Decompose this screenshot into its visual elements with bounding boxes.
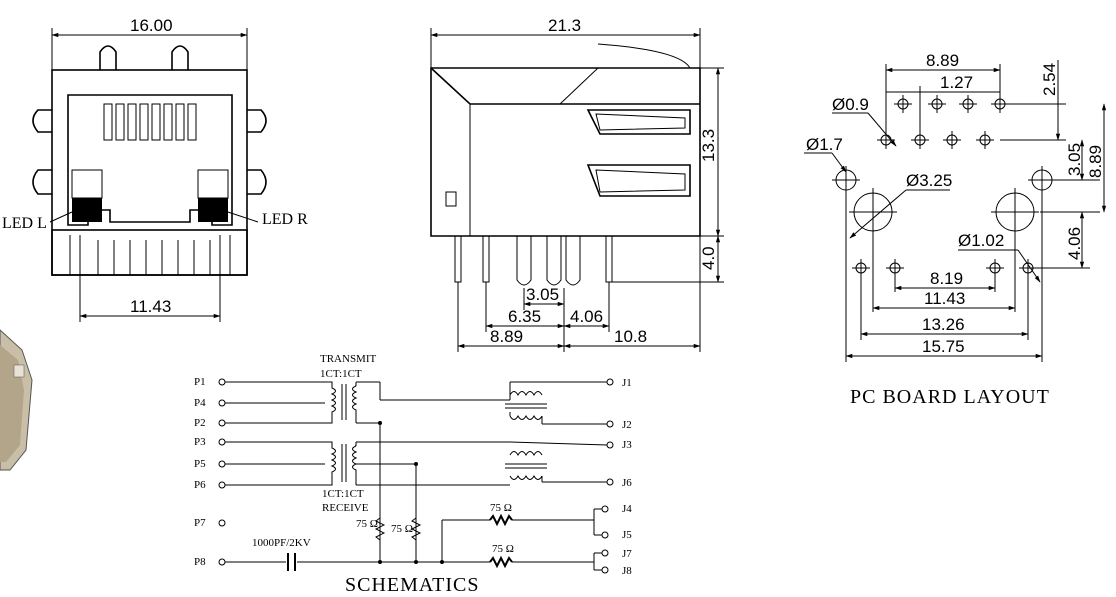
hole-0-9-label: Ø0.9 (832, 95, 869, 114)
pin-label-p7: P7 (194, 517, 206, 529)
pin-label-p3: P3 (194, 436, 206, 448)
rj45-contacts (103, 103, 197, 141)
pin-label-p2: P2 (194, 417, 206, 429)
resistor-4-label: 75 Ω (492, 543, 514, 555)
pcb-layout: 8.89 1.27 2.54 Ø0.9 Ø1.7 (804, 51, 1107, 408)
pcb-dim-4-06: 4.06 (1065, 227, 1084, 260)
pin-label-j7: J7 (622, 548, 632, 560)
pin-label-j6: J6 (622, 477, 632, 489)
pcb-dim-15-75: 15.75 (922, 337, 965, 356)
transmit-transformer (225, 381, 607, 562)
schematics-title: SCHEMATICS (345, 574, 479, 596)
front-pins (69, 235, 231, 275)
pin-label-j8: J8 (622, 565, 632, 577)
pin-label-p5: P5 (194, 458, 206, 470)
hole-3-25-label: Ø3.25 (906, 171, 952, 190)
pin-label-p4: P4 (194, 397, 206, 409)
pcb-dim-3-05: 3.05 (1065, 143, 1084, 176)
led-right-label: LED R (262, 211, 308, 228)
side-length-dimension: 21.3 (548, 16, 581, 35)
pin-label-j5: J5 (622, 529, 632, 541)
pin-label-p6: P6 (194, 479, 206, 491)
hole-1-02-label: Ø1.02 (958, 231, 1004, 250)
resistor-2-label: 75 Ω (391, 523, 413, 535)
side-pins (454, 236, 613, 286)
resistor-1-label: 75 Ω (356, 518, 378, 530)
pcb-dim-1-27: 1.27 (940, 73, 973, 92)
dim-8-89: 8.89 (490, 327, 523, 346)
transmit-ratio-label: 1CT:1CT (320, 368, 362, 380)
dim-6-35: 6.35 (508, 307, 541, 326)
resistor-3-label: 75 Ω (490, 502, 512, 514)
dim-3-05: 3.05 (526, 285, 559, 304)
pin-length-dimension: 4.0 (699, 246, 718, 270)
pcb-layout-title: PC BOARD LAYOUT (850, 386, 1050, 408)
front-width-dimension: 16.00 (130, 16, 173, 35)
connector-photo (0, 329, 33, 471)
termination-resistors (300, 508, 602, 571)
pcb-dim-8-89-side: 8.89 (1086, 145, 1105, 178)
pin-label-p8: P8 (194, 556, 206, 568)
pin-label-p1: P1 (194, 376, 206, 388)
pcb-dim-11-43: 11.43 (924, 289, 965, 308)
schematic: TRANSMIT 1CT:1CT 1CT:1CT RECEIVE P1 P4 P… (194, 353, 632, 596)
front-pin-span-dimension: 11.43 (130, 297, 171, 316)
pcb-mount-holes (832, 166, 1056, 236)
side-view: 21.3 13.3 4.0 (430, 16, 724, 352)
side-height-dimension: 13.3 (699, 129, 718, 162)
pcb-pin-holes (877, 95, 1009, 149)
pin-label-j1: J1 (622, 377, 632, 389)
hole-1-7-label: Ø1.7 (806, 135, 843, 154)
capacitor (225, 553, 300, 571)
led-left-label: LED L (2, 215, 47, 232)
receive-label: RECEIVE (322, 502, 369, 514)
pin-label-j2: J2 (622, 419, 632, 431)
dim-4-06: 4.06 (570, 307, 603, 326)
transmit-label: TRANSMIT (320, 353, 377, 365)
pcb-dim-13-26: 13.26 (922, 315, 965, 334)
pcb-led-holes (852, 259, 1037, 277)
pcb-dim-2-54: 2.54 (1040, 63, 1059, 96)
dim-10-8: 10.8 (614, 327, 647, 346)
capacitor-label: 1000PF/2KV (252, 537, 311, 549)
receive-ratio-label: 1CT:1CT (322, 488, 364, 500)
pcb-dim-8-89-top: 8.89 (926, 51, 959, 70)
led-left-indicator (72, 198, 102, 222)
front-view: 16.00 (2, 16, 308, 322)
pin-label-j4: J4 (622, 503, 632, 515)
pcb-dim-8-19: 8.19 (930, 269, 963, 288)
pin-label-j3: J3 (622, 439, 632, 451)
led-right-indicator (198, 198, 228, 222)
